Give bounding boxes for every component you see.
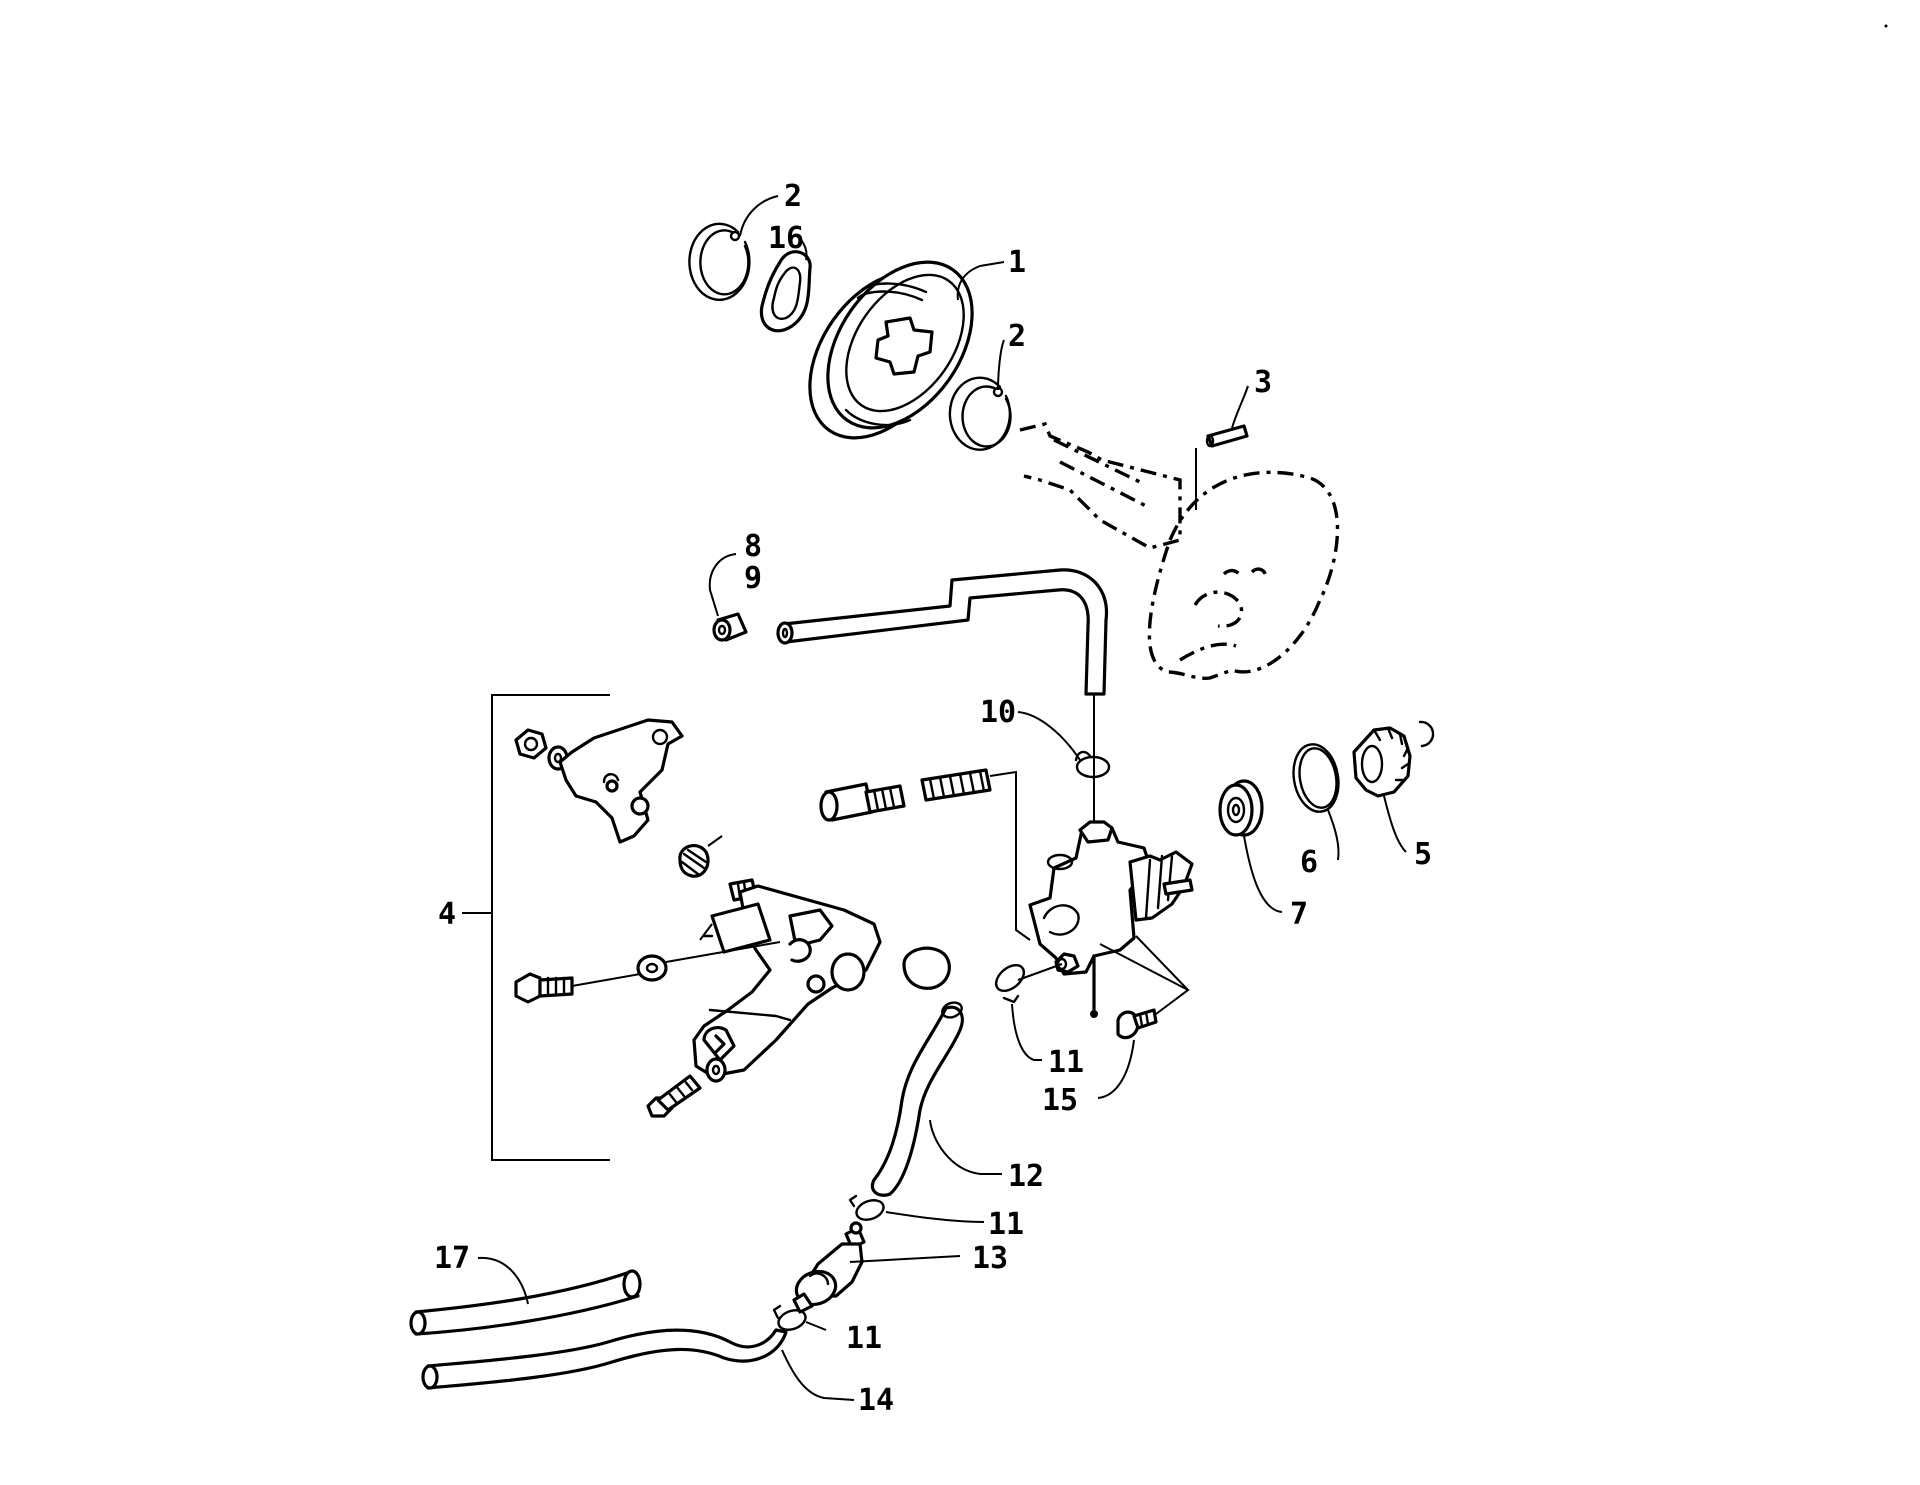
o-ring-6 xyxy=(1292,743,1340,813)
callout-13: 13 xyxy=(972,1241,1008,1276)
callout-10: 10 xyxy=(980,695,1016,730)
hose-14 xyxy=(421,1328,788,1390)
callout-3: 3 xyxy=(1254,365,1272,400)
callout-16: 16 xyxy=(768,221,804,256)
callout-7: 7 xyxy=(1290,897,1308,932)
hose-clamp-upper xyxy=(994,963,1063,1004)
check-valve xyxy=(792,1221,961,1314)
hose-clamp-lower xyxy=(772,1304,827,1331)
group-bracket-4 xyxy=(462,694,610,1161)
callout-2b: 2 xyxy=(1008,319,1026,354)
pump-gear xyxy=(1352,720,1435,798)
circlip-upper xyxy=(688,222,751,301)
hose-clamp-middle xyxy=(848,1194,885,1221)
callout-11a: 11 xyxy=(1048,1045,1084,1080)
leader-lines xyxy=(477,195,1407,1401)
lever-assembly xyxy=(514,718,951,1118)
callout-15: 15 xyxy=(1042,1083,1078,1118)
circlip-lower xyxy=(948,376,1012,451)
callout-5: 5 xyxy=(1414,837,1432,872)
crankcase-reference xyxy=(1147,470,1340,681)
callout-8: 8 xyxy=(744,529,762,564)
bearing xyxy=(1218,779,1264,837)
callout-12: 12 xyxy=(1008,1159,1044,1194)
callout-11c: 11 xyxy=(846,1321,882,1356)
screw xyxy=(1099,935,1190,1040)
adjuster-bolt xyxy=(819,782,906,822)
hose-17 xyxy=(409,1269,642,1336)
adjuster-spring xyxy=(920,768,992,802)
callout-9: 9 xyxy=(744,561,762,596)
callout-labels: 2 16 1 2 3 8 9 10 4 7 6 5 11 15 12 11 13… xyxy=(434,179,1432,1418)
callout-11b: 11 xyxy=(988,1207,1024,1242)
callout-14: 14 xyxy=(858,1383,894,1418)
pulley-hub xyxy=(808,260,974,440)
callout-17: 17 xyxy=(434,1241,470,1276)
adjuster-leader xyxy=(989,770,1031,941)
callout-2a: 2 xyxy=(784,179,802,214)
oil-pump-body xyxy=(1028,820,1194,1018)
oil-tube xyxy=(776,568,1109,840)
hose-12 xyxy=(870,1001,964,1197)
o-ring-10 xyxy=(1074,750,1111,779)
drive-shaft xyxy=(1019,422,1182,550)
callout-1: 1 xyxy=(1008,245,1026,280)
wave-washer xyxy=(759,250,812,333)
callout-4: 4 xyxy=(438,897,456,932)
pin xyxy=(1205,424,1249,448)
callout-6: 6 xyxy=(1300,845,1318,880)
corner-mark xyxy=(1884,24,1888,28)
spacer-sleeve xyxy=(712,612,748,642)
